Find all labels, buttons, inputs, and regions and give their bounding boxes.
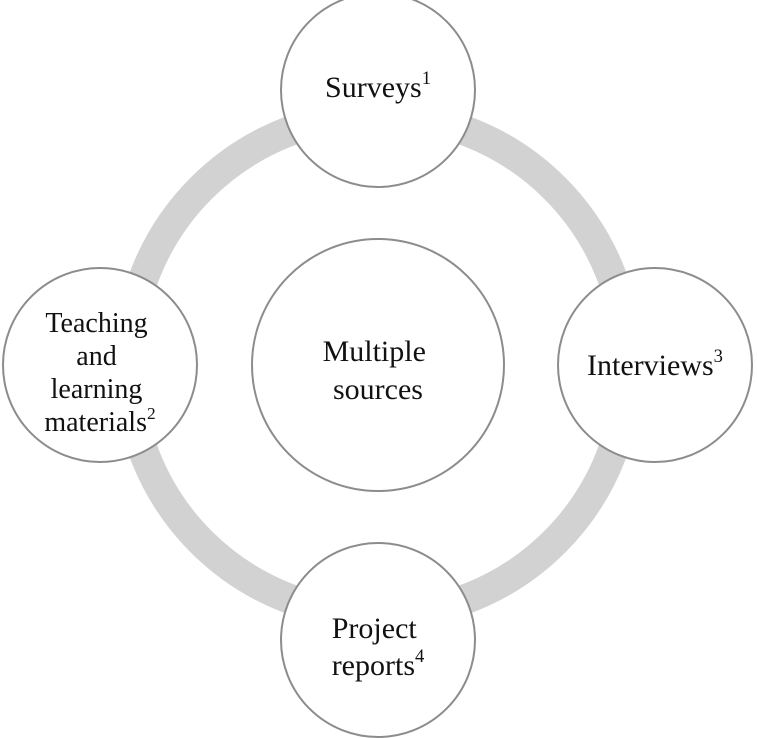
surveys-label: Surveys1 (325, 68, 431, 104)
teaching-label: Teaching and learning materials2 (44, 308, 155, 438)
surveys-circle-shape (280, 0, 476, 188)
teaching-circle-shape (2, 267, 198, 463)
center-label-line-2: sources (333, 373, 423, 406)
teaching-label-line-3: learning (51, 374, 143, 405)
node-surveys[interactable]: Surveys1 (280, 0, 476, 188)
teaching-label-line-4: materials (44, 407, 147, 438)
project-label-line-2: reports (332, 649, 415, 682)
node-interviews[interactable]: Interviews3 (557, 267, 753, 463)
teaching-superscript: 2 (147, 404, 156, 423)
node-center-multiple-sources[interactable]: Multiple sources (251, 238, 505, 492)
center-label-line-1: Multiple (323, 335, 426, 368)
node-teaching-and-learning-materials[interactable]: Teaching and learning materials2 (2, 267, 198, 463)
node-project-reports[interactable]: Project reports4 (280, 542, 476, 738)
interviews-circle-shape (557, 267, 753, 463)
interviews-label: Interviews3 (587, 346, 723, 382)
teaching-label-line-2: and (76, 341, 116, 372)
interviews-label-text: Interviews (587, 349, 714, 382)
center-circle-shape (251, 238, 505, 492)
interviews-superscript: 3 (714, 346, 723, 367)
project-label-line-1: Project (332, 612, 418, 645)
surveys-label-text: Surveys (325, 71, 422, 104)
center-label: Multiple sources (323, 335, 434, 406)
teaching-label-line-1: Teaching (45, 308, 147, 339)
project-superscript: 4 (415, 646, 424, 667)
project-reports-circle-shape (280, 542, 476, 738)
project-reports-label: Project reports4 (332, 612, 425, 682)
surveys-superscript: 1 (422, 68, 431, 89)
